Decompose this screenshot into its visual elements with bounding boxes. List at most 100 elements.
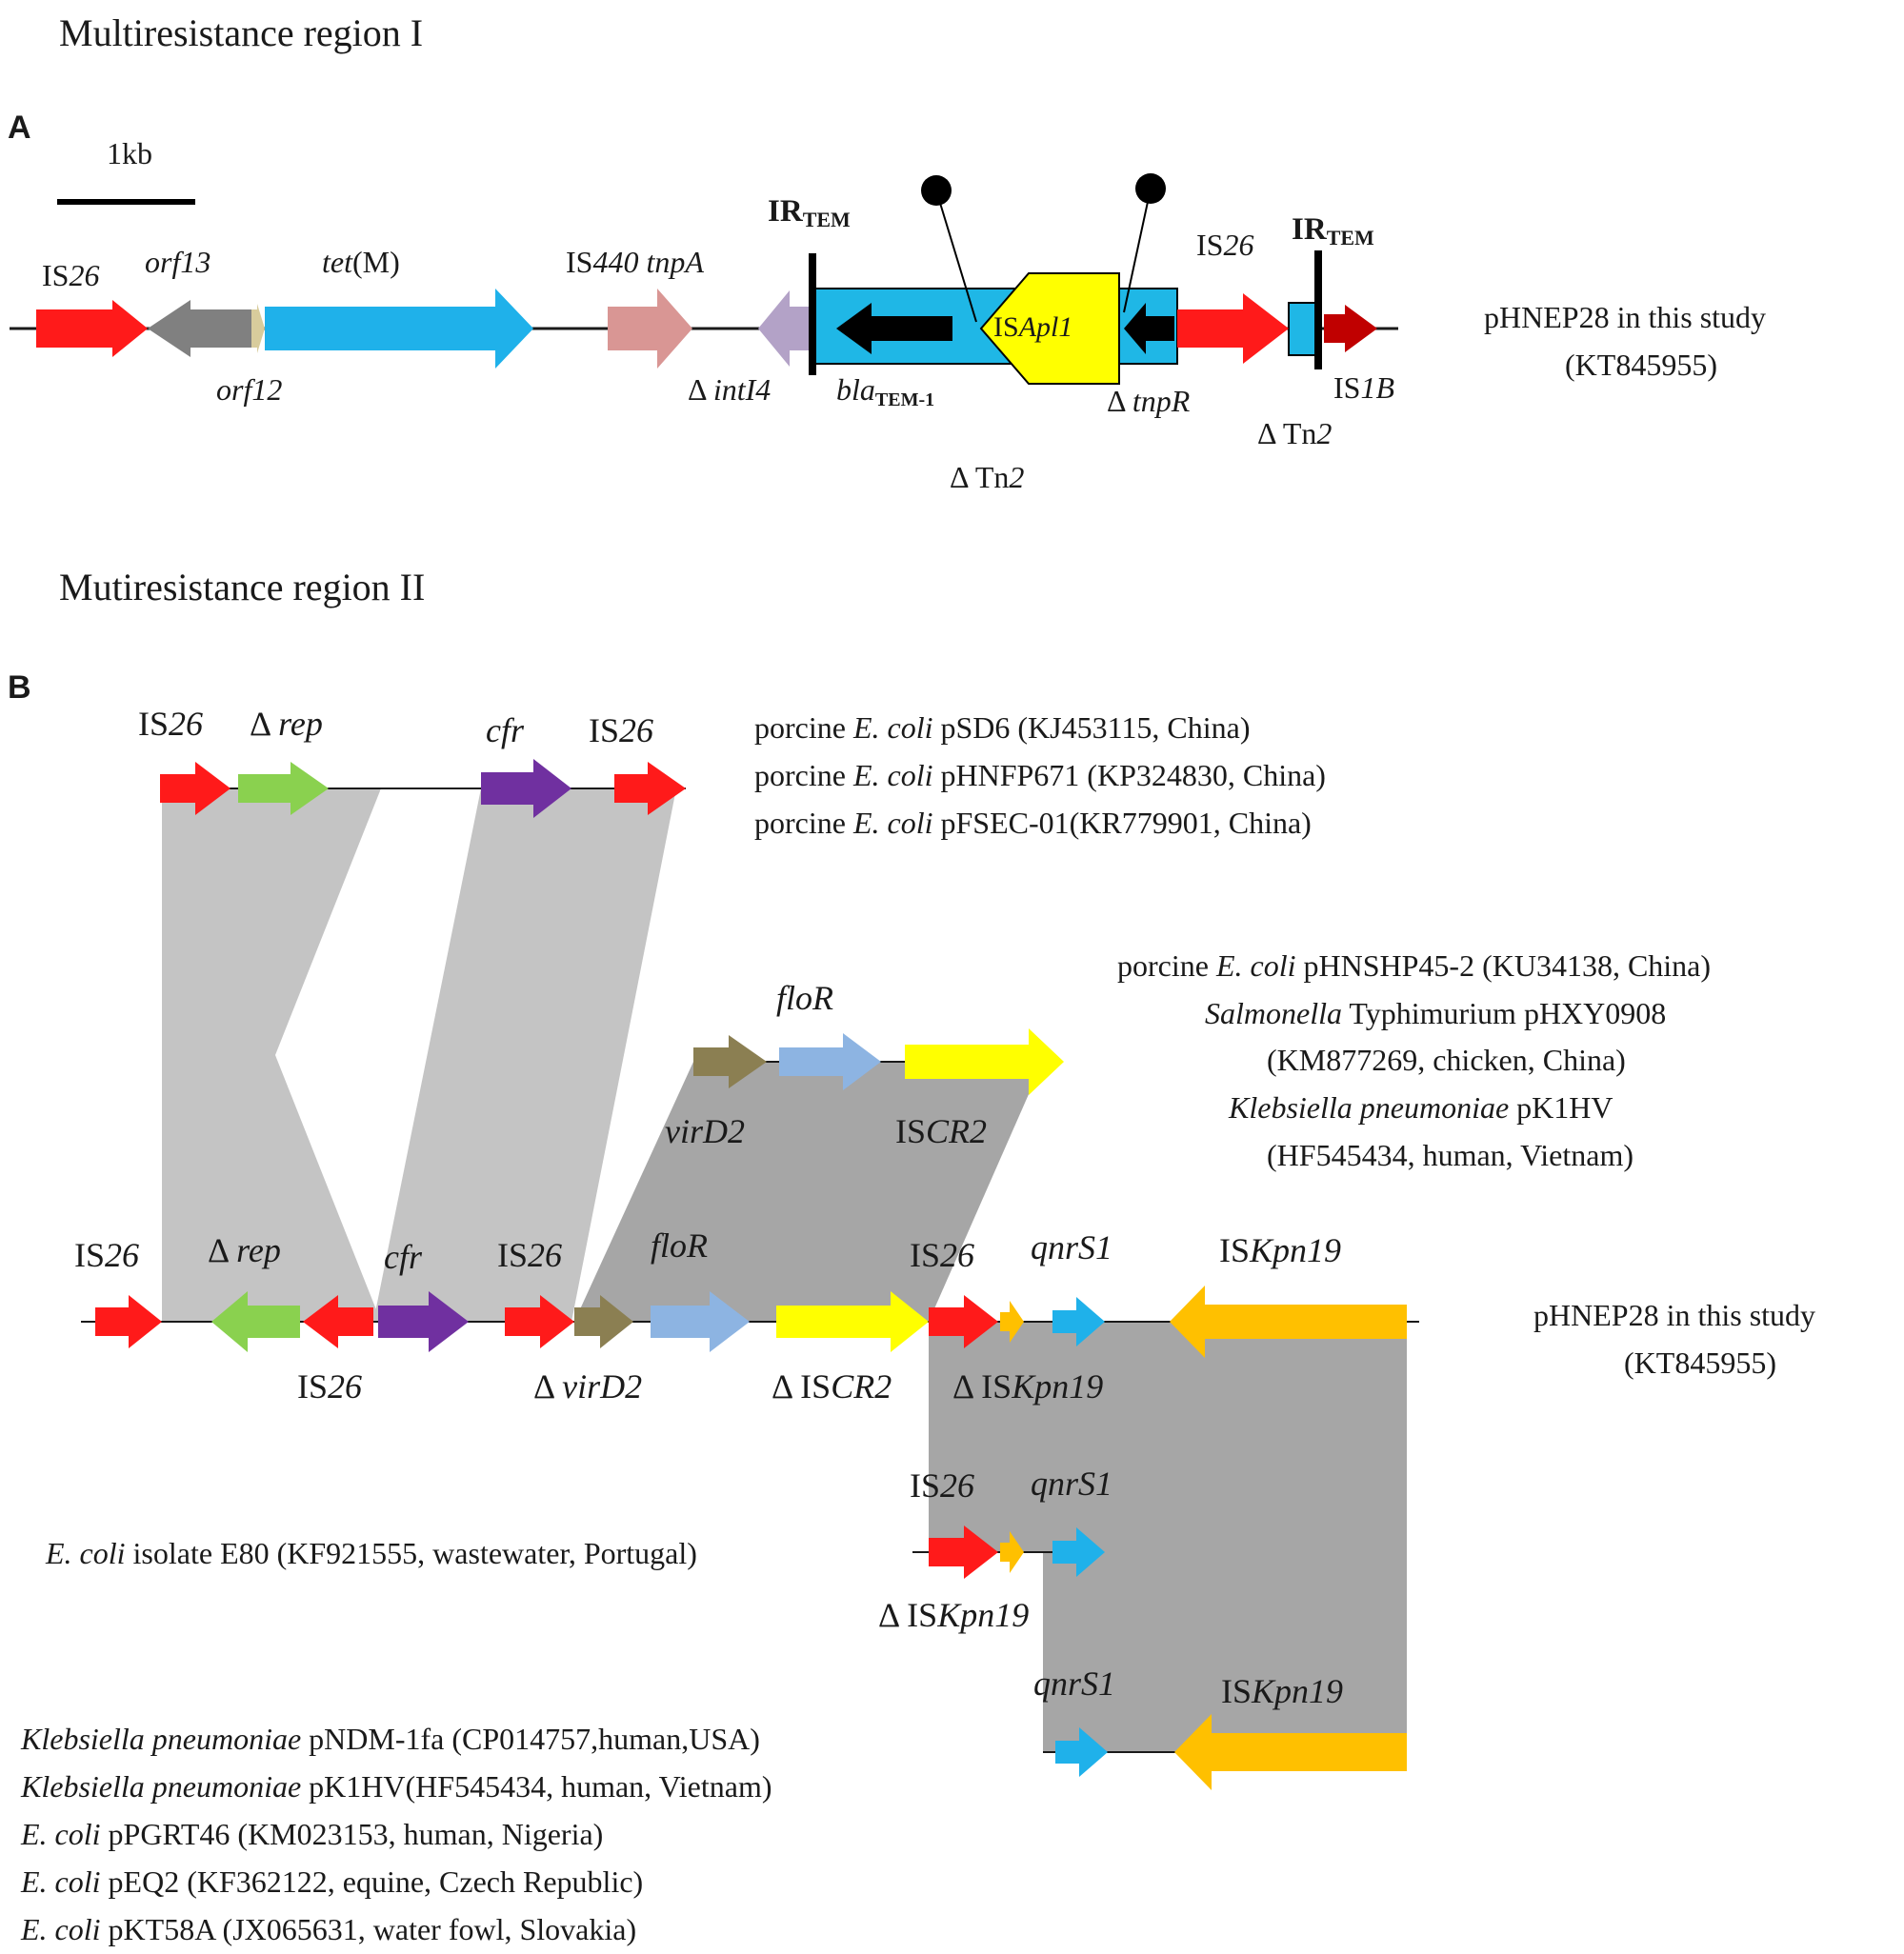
blaTEM-label: blaTEM-1 — [836, 372, 934, 410]
e80-is26-arrow — [929, 1525, 998, 1579]
e80-qnrS1-label: qnrS1 — [1031, 1465, 1112, 1503]
panel-b-letter: B — [8, 669, 31, 706]
bottom-qnrS1-label: qnrS1 — [1033, 1665, 1115, 1703]
top-ref-1: porcine E. coli pSD6 (KJ453115, China) — [754, 710, 1251, 745]
panel-a-plasmid: pHNEP28 in this study — [1484, 300, 1766, 334]
main-qnrS1-label: qnrS1 — [1031, 1228, 1112, 1266]
main-is26b-arrow — [303, 1295, 373, 1348]
main-rep-arrow — [211, 1291, 300, 1352]
region-1-title: Multiresistance region I — [59, 11, 423, 54]
dtn2-center-label: Δ Tn2 — [950, 460, 1024, 494]
is26-label: IS26 — [42, 258, 99, 292]
bottom-ref-1: Klebsiella pneumoniae pNDM-1fa (CP014757… — [20, 1722, 760, 1756]
bottom-qnrS1-arrow — [1055, 1727, 1108, 1777]
lollipop-stem-left — [935, 189, 977, 323]
main-iskpn19-arrow — [1170, 1286, 1407, 1358]
homology-cfr-block — [373, 788, 676, 1322]
region-2-title: Mutiresistance region II — [59, 566, 425, 608]
main-diskpn19-arrow — [1000, 1301, 1024, 1343]
floR-row-iscr2-label: ISCR2 — [895, 1112, 987, 1150]
e80-diskpn19-arrow — [1000, 1531, 1024, 1573]
main-is26a-arrow — [95, 1295, 162, 1348]
bottom-ref-2: Klebsiella pneumoniae pK1HV(HF545434, hu… — [20, 1769, 772, 1804]
top-cfr-label: cfr — [486, 711, 525, 749]
main-floR-label: floR — [651, 1226, 708, 1265]
main-plasmid: pHNEP28 in this study — [1533, 1298, 1815, 1332]
is1b-label: IS1B — [1333, 370, 1394, 405]
floR-row-iscr2-arrow — [905, 1028, 1064, 1095]
tetM-arrow — [265, 289, 533, 369]
main-is26b-label: IS26 — [297, 1367, 362, 1406]
main-is26c-arrow — [505, 1295, 574, 1348]
main-virD2-label: Δ virD2 — [533, 1367, 642, 1406]
main-is26a-label: IS26 — [74, 1236, 139, 1274]
intI4-label: Δ intI4 — [688, 372, 771, 407]
orf13-label: orf13 — [145, 245, 210, 279]
floR-ref-1: porcine E. coli pHNSHP45-2 (KU34138, Chi… — [1117, 948, 1711, 983]
floR-row-virD2-label: virD2 — [665, 1112, 745, 1150]
main-iskpn19-label: ISKpn19 — [1219, 1231, 1341, 1269]
main-cfr-label: cfr — [384, 1238, 423, 1276]
ir-right-bar — [1314, 250, 1322, 369]
main-qnrS1-arrow — [1052, 1297, 1105, 1346]
e80-ref: E. coli isolate E80 (KF921555, wastewate… — [45, 1536, 697, 1570]
main-is26c-label: IS26 — [497, 1236, 562, 1274]
top-rep-label: Δ rep — [250, 705, 323, 743]
main-virD2-arrow — [574, 1295, 633, 1348]
ir-left-label: IRTEM — [768, 194, 851, 231]
main-cfr-arrow — [378, 1291, 469, 1352]
dtn2-right-label: Δ Tn2 — [1257, 416, 1332, 450]
is440-label: IS440 tnpA — [566, 245, 704, 279]
floR-ref-3: (KM877269, chicken, China) — [1267, 1043, 1626, 1077]
homology-qnr-block — [929, 1322, 1407, 1752]
bottom-ref-5: E. coli pKT58A (JX065631, water fowl, Sl… — [20, 1912, 636, 1946]
e80-diskpn19-label: Δ ISKpn19 — [878, 1596, 1029, 1634]
intI4-arrow — [758, 290, 809, 367]
is26-arrow-right — [1177, 293, 1289, 364]
panel-a-letter: A — [8, 110, 31, 146]
floR-ref-4: Klebsiella pneumoniae pK1HV — [1228, 1090, 1613, 1125]
lollipop-head-right — [1135, 173, 1166, 204]
top-is26b-arrow — [614, 762, 686, 815]
blaTEM-arrow — [836, 303, 952, 354]
homology-rep-cross — [162, 788, 381, 1322]
orf12-label: orf12 — [216, 372, 282, 407]
main-floR-arrow — [651, 1291, 750, 1352]
orf12-arrow — [251, 304, 265, 353]
lollipop-head-left — [921, 175, 952, 206]
isapl1-label: ISApl1 — [993, 311, 1072, 343]
is1b-arrow — [1324, 305, 1377, 352]
top-cfr-arrow — [481, 759, 571, 818]
isapl1-block — [979, 272, 1120, 385]
bottom-ref-4: E. coli pEQ2 (KF362122, equine, Czech Re… — [20, 1864, 643, 1899]
top-ref-2: porcine E. coli pHNFP671 (KP324830, Chin… — [754, 758, 1326, 792]
main-rep-label: Δ rep — [208, 1231, 281, 1269]
e80-is26-label: IS26 — [910, 1466, 974, 1505]
homology-floR-block — [574, 1062, 1043, 1322]
is26-right-label: IS26 — [1196, 228, 1253, 262]
scale-label: 1kb — [107, 136, 152, 170]
top-is26b-label: IS26 — [589, 711, 653, 749]
main-is26d-arrow — [929, 1295, 998, 1348]
tetM-label: tet(M) — [322, 245, 400, 279]
orf13-arrow — [148, 300, 251, 357]
floR-row-virD2-arrow — [693, 1035, 767, 1088]
top-is26-label: IS26 — [138, 705, 203, 743]
top-is26-arrow — [160, 762, 230, 815]
tnpR-arrow — [1124, 303, 1174, 354]
main-is26d-label: IS26 — [910, 1236, 974, 1274]
main-iscr2-label: Δ ISCR2 — [772, 1367, 892, 1406]
e80-qnrS1-arrow — [1052, 1527, 1105, 1577]
floR-ref-5: (HF545434, human, Vietnam) — [1267, 1138, 1633, 1172]
is26-arrow — [36, 300, 148, 357]
main-accession: (KT845955) — [1624, 1346, 1776, 1380]
floR-row-floR-arrow — [779, 1033, 881, 1090]
top-rep-arrow — [238, 762, 329, 815]
tnpR-label: Δ tnpR — [1107, 384, 1191, 418]
floR-ref-2: Salmonella Typhimurium pHXY0908 — [1205, 996, 1666, 1030]
main-iscr2-arrow — [776, 1291, 929, 1352]
lollipop-stem-right — [1123, 188, 1152, 313]
panel-a-accession: (KT845955) — [1565, 348, 1717, 382]
bottom-iskpn19-label: ISKpn19 — [1221, 1672, 1343, 1710]
